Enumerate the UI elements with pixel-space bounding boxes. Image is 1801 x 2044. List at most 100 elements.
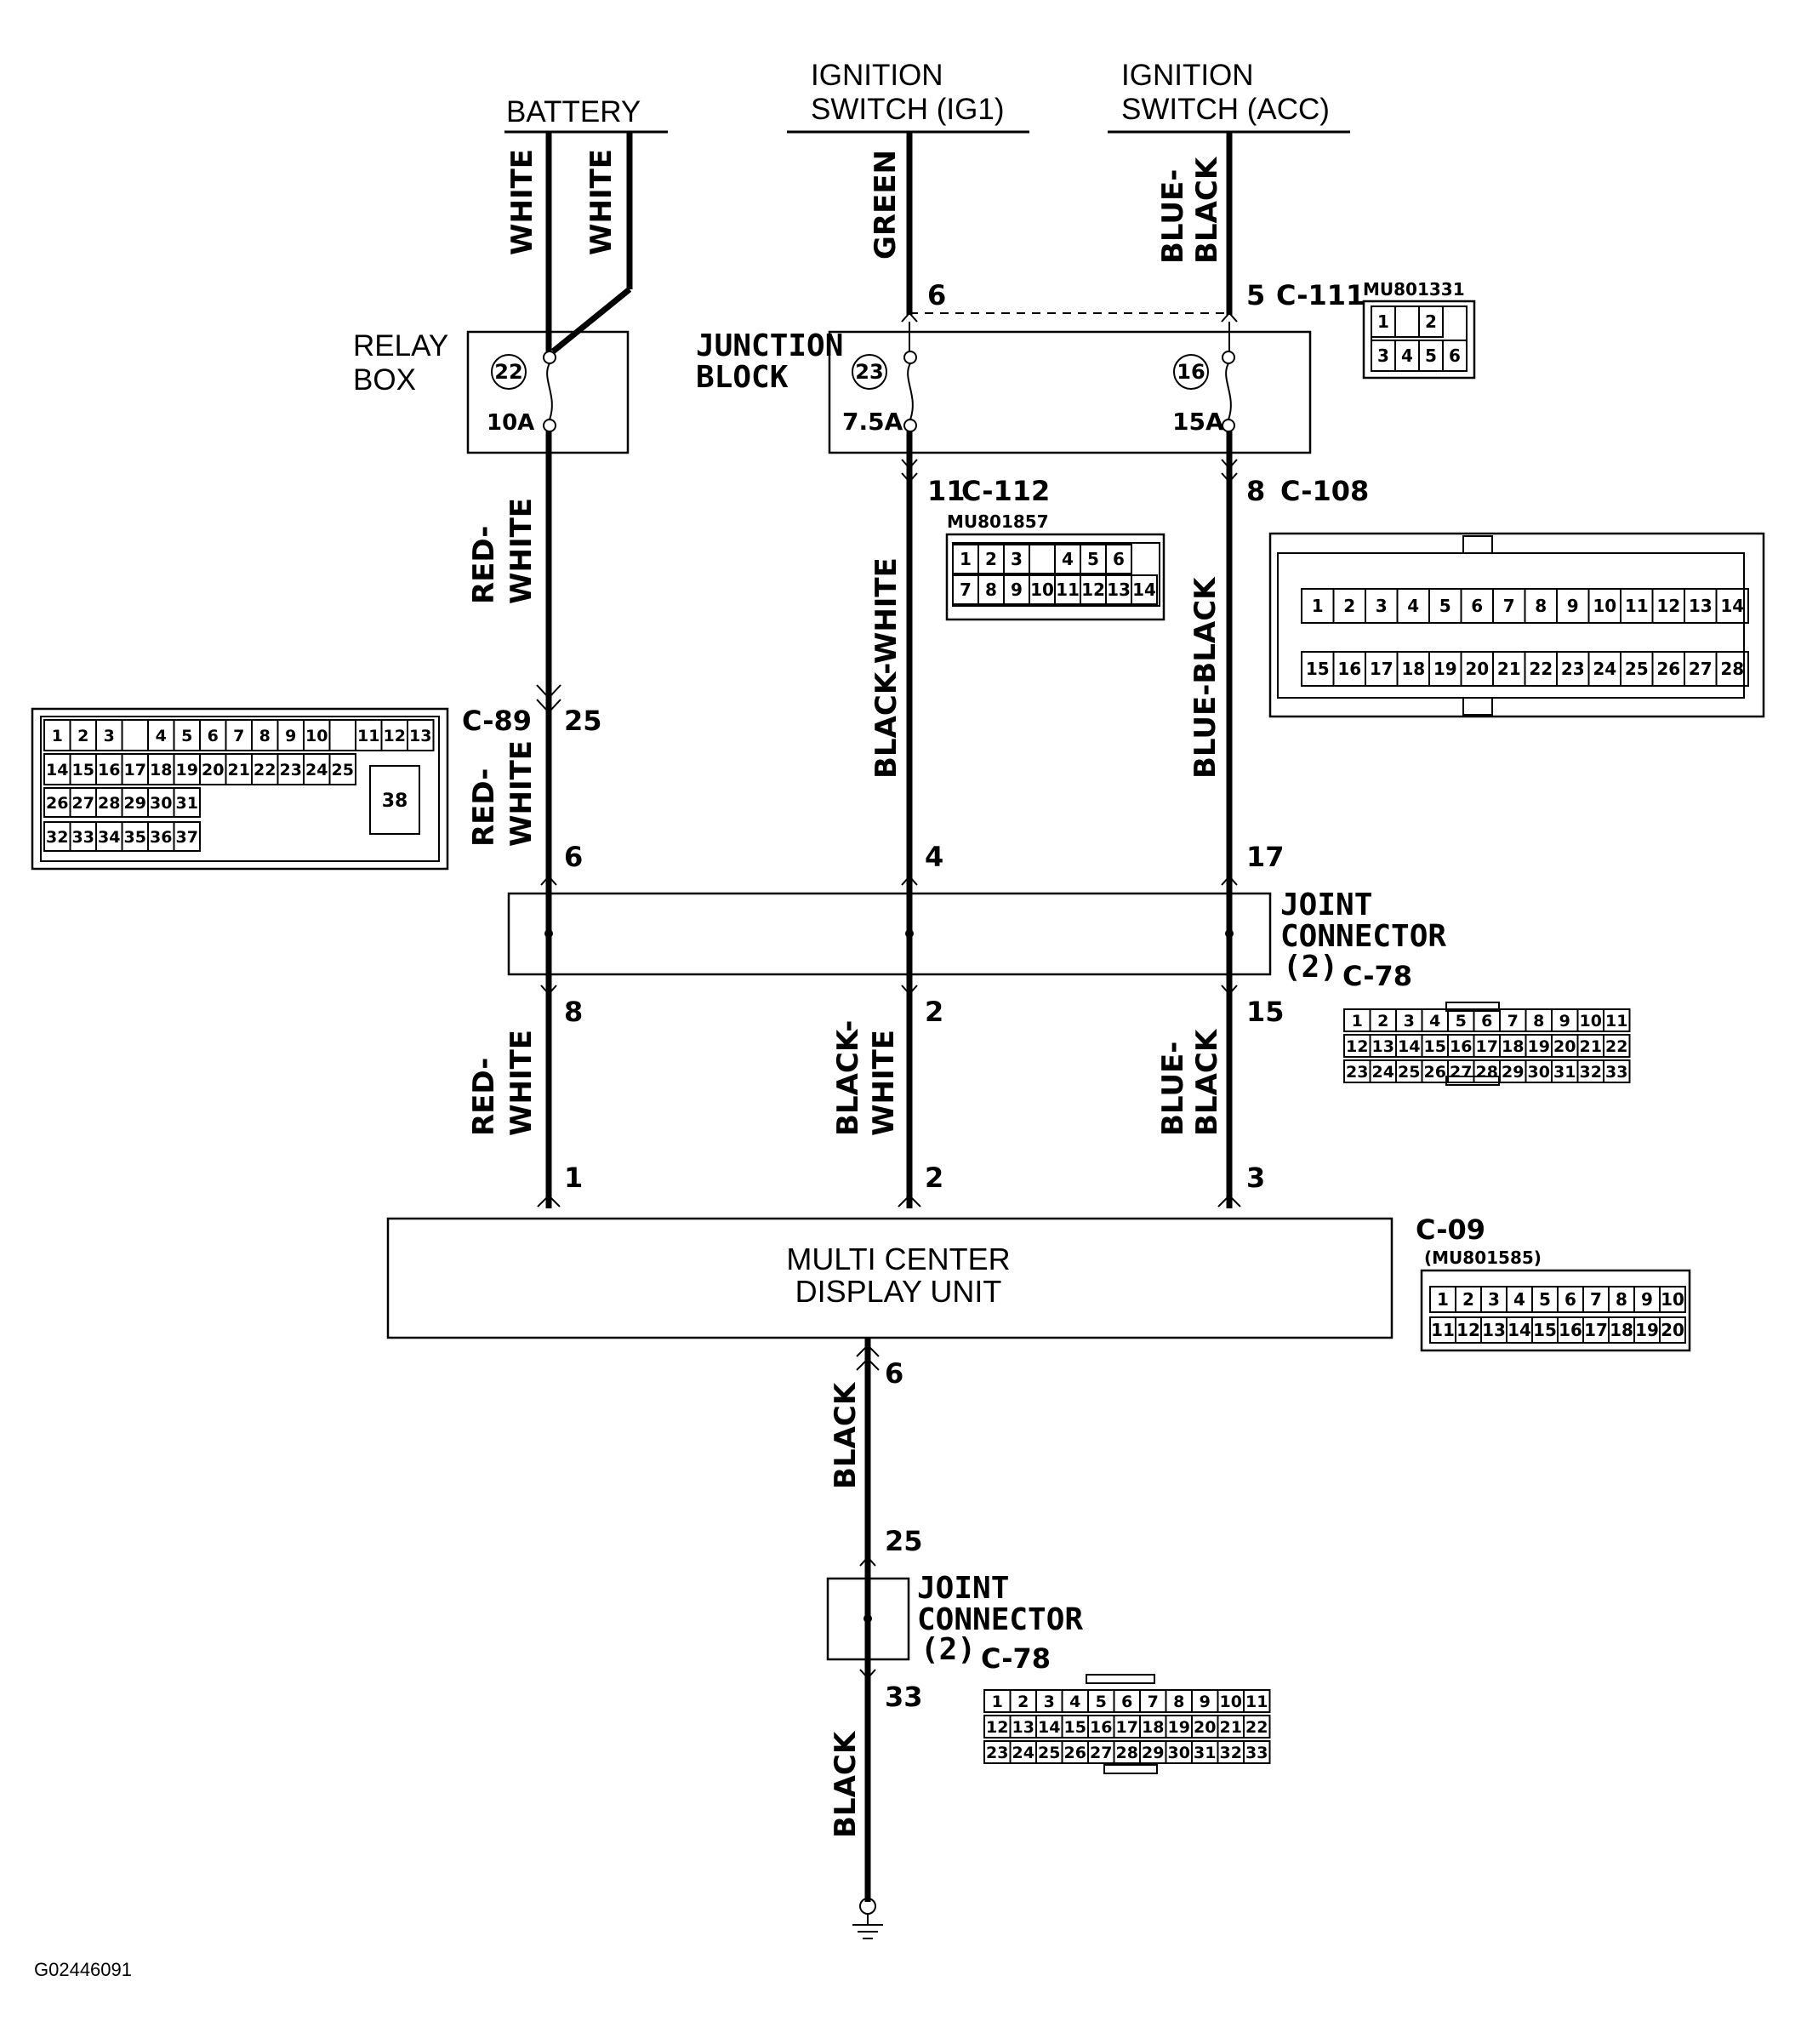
pin-number: 5 [1539,1289,1551,1310]
pin-number: 5 [1439,596,1451,616]
pin-number: 9 [1567,596,1579,616]
wire-label-jc-c-2: BLACK [1190,1028,1224,1136]
jb-pin-in-acc: 5 [1246,279,1265,311]
pin-number: 18 [150,761,172,779]
pin-number: 27 [1450,1063,1472,1082]
ground-icon [852,1898,883,1939]
pin-cell [1603,1008,1631,1032]
jc-label-line3: (2) [1283,950,1338,985]
pin-number: 33 [1245,1744,1268,1762]
pin-number: 26 [1064,1744,1086,1762]
battery-wire-2-bend [550,287,632,354]
c89-pin: 25 [564,705,602,737]
pin-number: 4 [1407,596,1419,616]
c112-label: C-112 [961,475,1050,507]
jc2-label-line1: JOINT [917,1571,1009,1606]
pin-number: 9 [1559,1012,1570,1031]
pin-number: 31 [1194,1744,1216,1762]
unit-connector-part: (MU801585) [1424,1248,1542,1268]
pin-number: 25 [1398,1063,1420,1082]
pin-number: 10 [305,727,328,745]
pin-number: 18 [1502,1037,1524,1056]
pin-number: 3 [1488,1289,1500,1310]
pin-number: 19 [1433,659,1457,679]
pin-number: 3 [1377,345,1389,366]
pin-number: 13 [1107,580,1131,600]
wire-label-acc-out: BLUE-BLACK [1188,576,1223,779]
wire-label-acc-in-2: BLACK [1190,156,1224,264]
pin-number: 12 [1346,1037,1368,1056]
pin-cell [1131,574,1158,605]
jc-label-line1: JOINT [1280,888,1372,922]
pin-number: 28 [1720,659,1744,679]
pin-number: 12 [1081,580,1105,600]
pin-number: 14 [1507,1320,1531,1340]
wire-label-jc-c-1: BLUE- [1156,1042,1190,1136]
pin-number: 8 [1533,1012,1544,1031]
pin-number: 8 [259,727,271,745]
pin-cell [1442,340,1468,372]
pin-number: 15 [72,761,94,779]
pin-number: 15 [1306,659,1330,679]
pin-number: 5 [1096,1693,1107,1711]
jc-pin-in-b: 4 [925,841,943,873]
pin-number: 19 [176,761,198,779]
pin-number: 2 [1425,311,1437,332]
junction-block-label-line2: BLOCK [696,360,789,395]
relay-box-label-line1: RELAY [353,329,448,363]
pin-number: 6 [1564,1289,1576,1310]
pin-cell [1243,1740,1271,1764]
jc-pin-in-a: 6 [564,841,583,873]
pin-cell [407,719,435,751]
pin-number: 28 [1476,1063,1498,1082]
jc-pin-out-c: 15 [1246,996,1285,1028]
acc-label-line1: IGNITION [1121,59,1254,92]
pin-number: 7 [233,727,244,745]
pin-number: 25 [1038,1744,1060,1762]
unit-pin-a: 1 [564,1162,583,1194]
c89-label: C-89 [462,705,532,737]
pin-number: 5 [181,727,192,745]
unit-label-line2: DISPLAY UNIT [795,1274,1002,1309]
c108-label: C-108 [1280,475,1369,507]
pin-number: 17 [1584,1320,1608,1340]
jc-label-line2: CONNECTOR [1280,919,1446,954]
pin-number: 31 [1553,1063,1576,1082]
pin-cell [173,821,201,852]
jb-fuse1-rating: 7.5A [842,408,903,436]
pin-number: 13 [1012,1718,1034,1737]
pin-number: 7 [1503,596,1515,616]
jb-fuse1-number: 23 [855,360,883,384]
pin-cell [1603,1034,1631,1058]
c112-part: MU801857 [947,511,1049,532]
pin-number: 26 [1656,659,1680,679]
pin-number: 33 [1605,1063,1627,1082]
pin-number: 29 [124,794,146,813]
c112-chevron [901,459,918,483]
jb-pin-in-ig1: 6 [927,279,946,311]
pin-number: 6 [1471,596,1483,616]
pin-cell [173,787,201,818]
unit-label-line1: MULTI CENTER [786,1242,1010,1276]
pin-number: 14 [1132,580,1156,600]
pin-number: 38 [382,791,408,812]
pin-number: 32 [1220,1744,1242,1762]
wire-label-jc-a-2: WHITE [504,1030,539,1136]
unit-out-chevron [856,1344,880,1371]
pin-number: 30 [1528,1063,1550,1082]
pin-cell [1715,588,1749,624]
pin-number: 14 [1720,596,1744,616]
jc-pin-in-c: 17 [1246,841,1285,873]
pin-number: 25 [1625,659,1649,679]
pin-number: 32 [46,828,68,847]
pin-number: 9 [1011,580,1023,600]
multi-center-display-unit: MULTI CENTER DISPLAY UNIT C-09 (MU801585… [386,1213,1542,1339]
relay-fuse-icon [546,363,553,420]
pin-number: 20 [1194,1718,1216,1737]
pin-number: 2 [1343,596,1355,616]
wire-label-c89-out-1: RED- [467,768,501,847]
pin-number: 6 [1481,1012,1492,1031]
